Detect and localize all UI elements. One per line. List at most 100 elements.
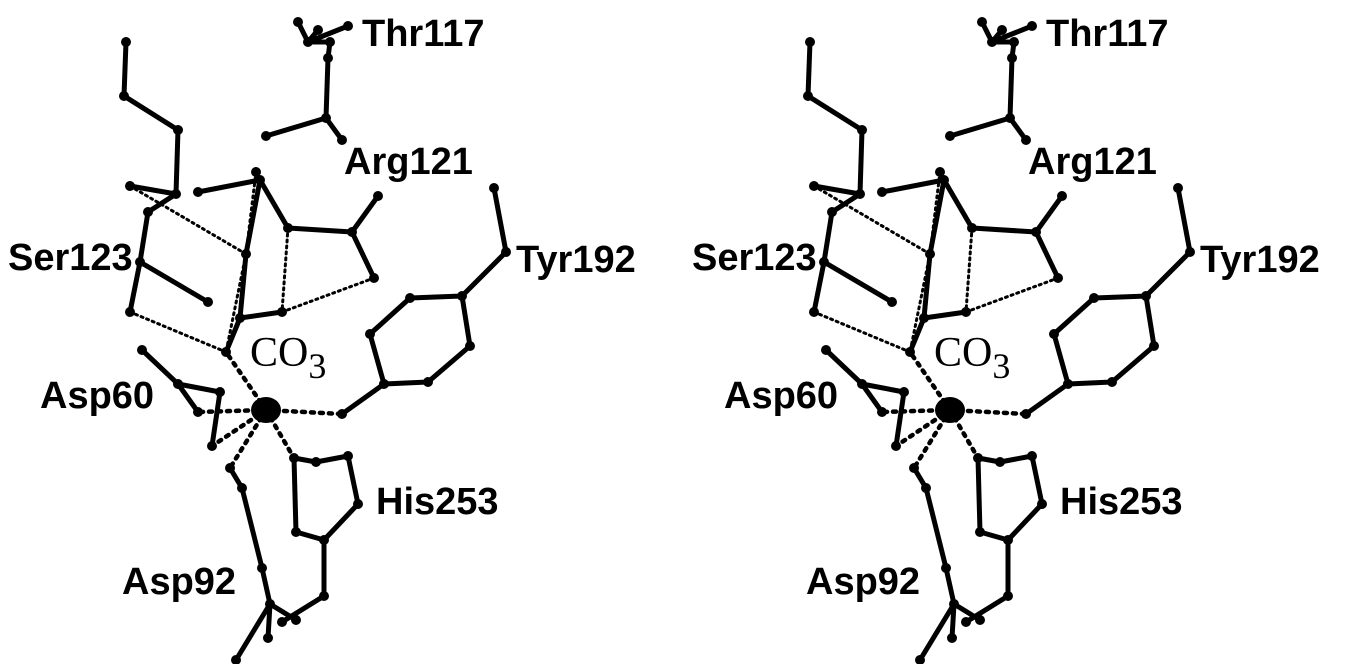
covalent-bond xyxy=(811,183,863,197)
ser123-label: Ser123 xyxy=(8,237,133,279)
atom xyxy=(919,313,929,323)
covalent-bond xyxy=(321,501,361,543)
atom xyxy=(343,21,353,31)
covalent-bond xyxy=(127,183,179,197)
covalent-bond xyxy=(243,177,263,257)
covalent-bond xyxy=(879,177,947,195)
covalent-bond xyxy=(823,347,865,387)
atom xyxy=(899,387,909,397)
atom xyxy=(319,535,329,545)
tyr192-label: Tyr192 xyxy=(516,239,636,281)
atom xyxy=(939,175,949,185)
atom xyxy=(949,599,959,609)
atom xyxy=(975,527,985,537)
atom xyxy=(369,273,379,283)
covalent-bond xyxy=(121,39,129,99)
atom xyxy=(171,189,181,199)
atom xyxy=(1027,451,1037,461)
atom xyxy=(343,451,353,461)
atom xyxy=(987,37,997,47)
covalent-bond xyxy=(805,93,865,133)
covalent-bond xyxy=(209,389,223,449)
atom xyxy=(905,347,915,357)
atom xyxy=(173,379,183,389)
atom xyxy=(353,499,363,509)
carbonate-label: CO3 xyxy=(934,330,1010,386)
covalent-bond xyxy=(367,295,413,337)
covalent-bond xyxy=(195,177,263,195)
atom xyxy=(1005,113,1015,123)
atom xyxy=(925,249,935,259)
covalent-bond xyxy=(139,347,181,387)
atom xyxy=(291,615,301,625)
covalent-bond xyxy=(127,259,143,315)
atom xyxy=(1057,191,1067,201)
covalent-bond xyxy=(175,381,223,395)
atom xyxy=(193,187,203,197)
covalent-bond xyxy=(1033,229,1061,281)
atom xyxy=(135,257,145,267)
atom xyxy=(215,387,225,397)
covalent-bond xyxy=(459,249,509,299)
atom xyxy=(379,379,389,389)
covalent-bond xyxy=(305,23,351,45)
covalent-bond xyxy=(1143,293,1157,349)
atom xyxy=(241,249,251,259)
atom xyxy=(489,183,499,193)
atom xyxy=(1007,53,1017,63)
covalent-bond xyxy=(367,331,387,387)
covalent-bond xyxy=(381,379,431,387)
hydrogen-bond xyxy=(964,276,1060,314)
atom xyxy=(323,53,333,63)
covalent-bond xyxy=(893,389,907,449)
atom xyxy=(935,167,945,177)
covalent-bond xyxy=(917,601,957,663)
hydrogen-bond xyxy=(128,310,228,354)
covalent-bond xyxy=(257,177,291,231)
atom xyxy=(887,297,897,307)
atom xyxy=(1003,591,1013,601)
covalent-bond xyxy=(1109,343,1157,385)
covalent-bond xyxy=(285,225,355,235)
hydrogen-bond xyxy=(812,184,932,256)
atom xyxy=(1141,291,1151,301)
atom xyxy=(1027,21,1037,31)
covalent-bond xyxy=(265,601,273,641)
atom xyxy=(277,307,287,317)
covalent-bond xyxy=(349,193,381,235)
atom xyxy=(283,223,293,233)
covalent-bond xyxy=(943,565,957,607)
atom xyxy=(967,223,977,233)
carbonate-label-subscript: 3 xyxy=(308,346,326,386)
atom xyxy=(1063,379,1073,389)
asp92-label: Asp92 xyxy=(122,561,236,603)
covalent-bond xyxy=(947,115,1013,139)
hydrogen-bond xyxy=(280,226,290,314)
atom xyxy=(1185,247,1195,257)
covalent-bond xyxy=(989,23,1035,45)
atom xyxy=(303,37,313,47)
atom xyxy=(237,483,247,493)
thr117-label: Thr117 xyxy=(1046,13,1169,55)
atom xyxy=(193,407,203,417)
atom xyxy=(405,293,415,303)
atom xyxy=(203,297,213,307)
atom xyxy=(977,17,987,27)
covalent-bond xyxy=(1007,55,1015,121)
his253-label: His253 xyxy=(1060,481,1183,523)
carbonate-label-base: CO xyxy=(250,330,308,376)
covalent-bond xyxy=(1175,185,1193,255)
his253-label: His253 xyxy=(376,481,499,523)
zinc-ion xyxy=(251,397,281,423)
atom xyxy=(877,407,887,417)
asp60-label: Asp60 xyxy=(724,375,838,417)
covalent-bond xyxy=(857,127,865,197)
covalent-bond xyxy=(805,39,813,99)
atom xyxy=(1037,499,1047,509)
atom xyxy=(1173,183,1183,193)
covalent-bond xyxy=(975,455,983,535)
hydrogen-bond xyxy=(812,310,912,354)
covalent-bond xyxy=(223,315,243,355)
covalent-bond xyxy=(1033,193,1065,235)
covalent-bond xyxy=(237,309,285,321)
